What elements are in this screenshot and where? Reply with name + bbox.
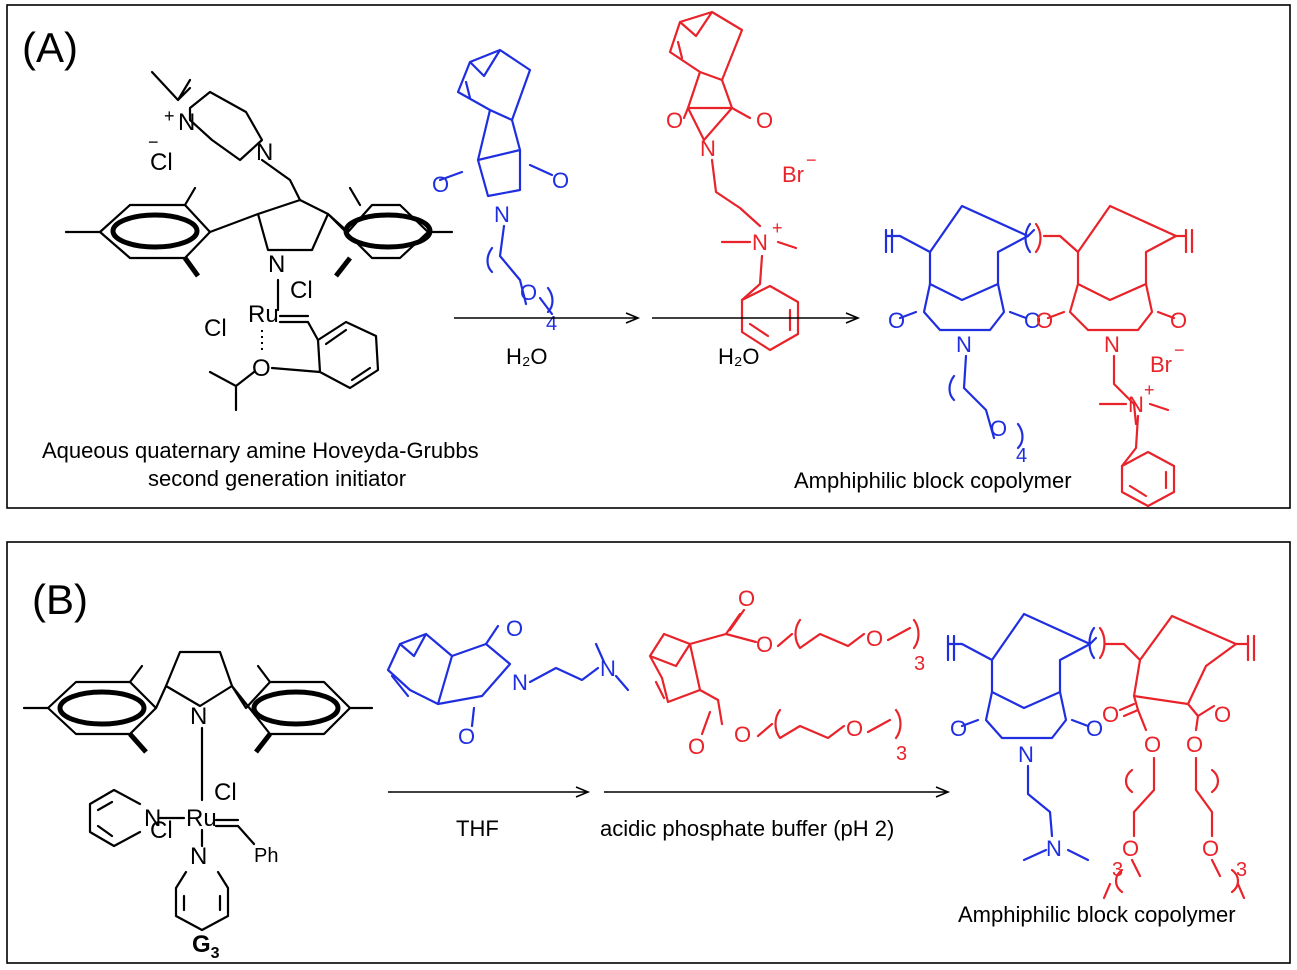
atom-o-peg: O: [520, 280, 537, 305]
atom-o-right: O: [552, 168, 569, 193]
atom-o-ether: O: [252, 355, 271, 382]
arrow-a-step2: [652, 312, 861, 324]
atom-o-b-prod-right: O: [1086, 716, 1103, 741]
atom-cl-g3-2: Cl: [150, 817, 173, 844]
hoveyda-grubbs-initiator: N + N − Cl N Ru Cl Cl O: [64, 70, 454, 412]
atom-n-pyridine-left: N: [144, 805, 161, 832]
charge-plus: +: [164, 106, 175, 126]
block-copolymer-a: O O N O 4 O O N N + Br −: [884, 204, 1194, 508]
peg-repeat-4: 4: [546, 313, 557, 335]
atom-n-pyridine-bottom: N: [190, 843, 207, 870]
atom-o-b-red-ester-1: O: [756, 632, 773, 657]
repeat-3-b: 3: [896, 743, 907, 765]
atom-n-imide-red: N: [700, 136, 716, 161]
peg-repeat-4-product: 4: [1016, 445, 1027, 467]
charge-minus-br: −: [806, 150, 817, 170]
charge-minus-br-product: −: [1174, 340, 1185, 360]
arrow-b-step2: [604, 786, 951, 798]
atom-cl-counterion: Cl: [150, 149, 173, 176]
panel-b-label: (B): [32, 576, 88, 623]
atom-o-a-right: O: [1024, 308, 1041, 333]
atom-n-pyrrolidine: N: [268, 251, 285, 278]
charge-minus: −: [148, 132, 159, 152]
catalyst-name-g3: G3: [192, 931, 220, 962]
atom-br-red: Br: [782, 162, 804, 187]
atom-n-plus-red-product: N: [1128, 392, 1144, 417]
atom-o-b-bottom: O: [458, 724, 475, 749]
solvent-a-step1: H₂O: [506, 344, 548, 369]
atom-o-b-red-peg-1: O: [866, 626, 883, 651]
atom-o-red-left: O: [1036, 308, 1053, 333]
atom-n-plus: N: [178, 109, 195, 136]
atom-n-b-prod: N: [1018, 742, 1034, 767]
atom-n-b-prod-amine: N: [1046, 836, 1062, 861]
atom-ru: Ru: [248, 301, 279, 328]
solvent-b-step2: acidic phosphate buffer (pH 2): [600, 816, 894, 841]
atom-o-b-prod-red-c2: O: [1214, 702, 1231, 727]
repeat-3-prod-left: 3: [1112, 859, 1123, 881]
atom-o-b-red-ester-2: O: [734, 722, 751, 747]
atom-o-right-red: O: [756, 108, 773, 133]
panel-b-frame: [6, 541, 1291, 964]
atom-n-red: N: [1104, 332, 1120, 357]
panel-a-label: (A): [22, 24, 78, 71]
atom-cl-1: Cl: [290, 277, 313, 304]
atom-o-a-peg: O: [990, 416, 1007, 441]
atom-o-b-prod-red-c1: O: [1102, 702, 1119, 727]
atom-cl-2: Cl: [204, 315, 227, 342]
atom-br-red-product: Br: [1150, 352, 1172, 377]
arrow-b-step1: [388, 786, 591, 798]
grubbs-g3-catalyst: N Ru Cl Cl Ph N N: [22, 650, 374, 932]
atom-n-plus-red: N: [752, 230, 768, 255]
atom-n-a: N: [956, 332, 972, 357]
solvent-a-step2: H₂O: [718, 344, 760, 369]
blue-monomer-amine: O O N N: [386, 616, 630, 749]
solvent-b-step1: THF: [456, 816, 499, 841]
atom-ru-g3: Ru: [186, 805, 217, 832]
atom-n-b-imide: N: [512, 670, 528, 695]
atom-o-b-prod-red-peg1: O: [1122, 836, 1139, 861]
atom-o-left: O: [432, 172, 449, 197]
atom-o-b-prod-left: O: [950, 716, 967, 741]
block-copolymer-b: O O N N O O O O O O 3 3: [946, 612, 1256, 900]
red-monomer-ammonium: O O N N + Br −: [666, 10, 817, 352]
charge-plus-red-product: +: [1144, 380, 1155, 400]
blue-monomer-peg: O O N O 4: [432, 48, 569, 335]
product-caption-a: Amphiphilic block copolymer: [794, 468, 1072, 493]
atom-o-a-left: O: [888, 308, 905, 333]
product-caption-b: Amphiphilic block copolymer: [958, 902, 1236, 927]
atom-o-b-prod-red-peg2: O: [1202, 836, 1219, 861]
red-monomer-peg-diester: O O O 3 O O O 3: [648, 586, 925, 765]
panel-a-frame: [6, 4, 1291, 509]
atom-o-b-red-carbonyl-1: O: [738, 586, 755, 611]
atom-o-left-red: O: [666, 108, 683, 133]
atom-o-b-prod-red-e2: O: [1186, 732, 1203, 757]
atom-o-b-red-peg-2: O: [846, 716, 863, 741]
initiator-caption-line1: Aqueous quaternary amine Hoveyda-Grubbs: [42, 438, 479, 463]
atom-n-ring: N: [256, 139, 273, 166]
atom-o-red-right: O: [1170, 308, 1187, 333]
arrow-a-step1: [454, 312, 641, 324]
atom-n-g3: N: [190, 703, 207, 730]
atom-n-imide: N: [494, 202, 510, 227]
atom-cl-g3-1: Cl: [214, 779, 237, 806]
charge-plus-red: +: [772, 218, 783, 238]
repeat-3-prod-right: 3: [1236, 859, 1247, 881]
atom-o-b-prod-red-e1: O: [1144, 732, 1161, 757]
atom-o-b-red-carbonyl-2: O: [688, 734, 705, 759]
atom-o-b-top: O: [506, 616, 523, 641]
repeat-3-a: 3: [914, 653, 925, 675]
initiator-caption-line2: second generation initiator: [148, 466, 406, 491]
atom-ph-g3: Ph: [254, 845, 278, 867]
